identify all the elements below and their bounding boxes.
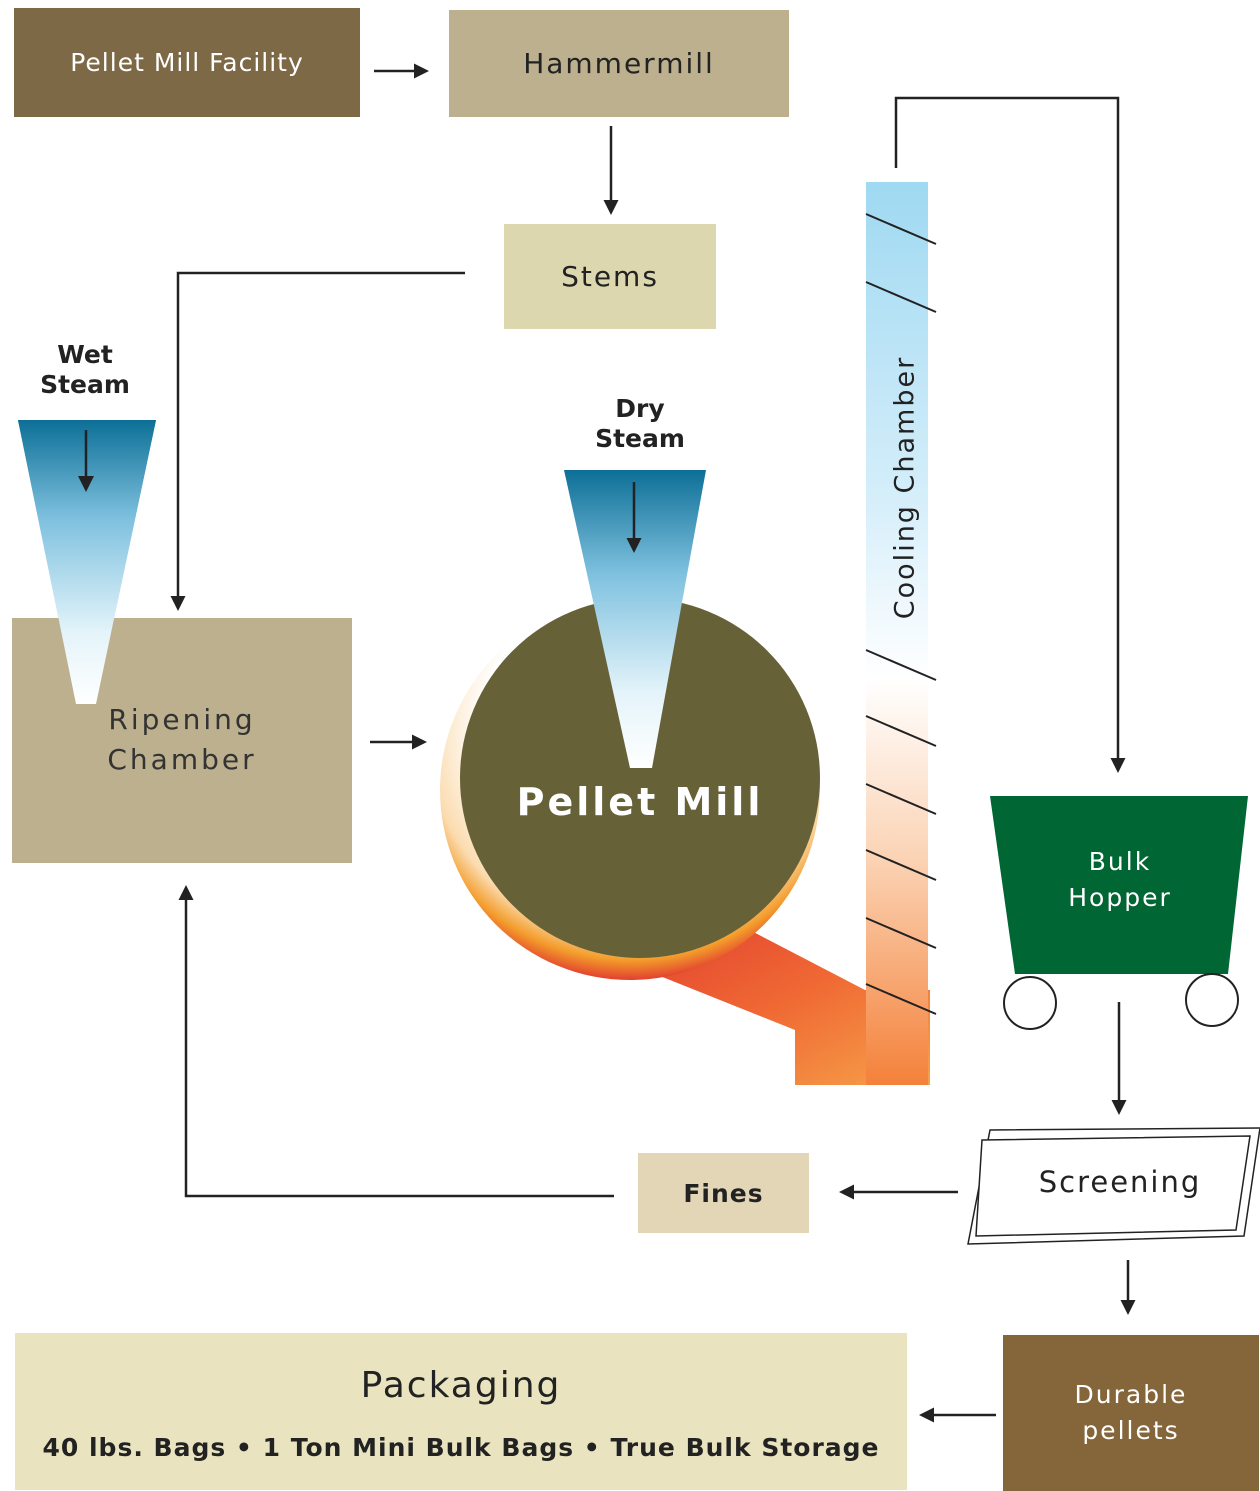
ripening-chamber-label: Ripening Chamber — [12, 700, 352, 780]
dry-steam-cone — [564, 470, 706, 768]
cooling-chamber-baffles — [865, 213, 937, 1015]
hopper-wheel-right — [1185, 973, 1239, 1027]
bulk-hopper-body — [990, 796, 1248, 974]
bulk-hopper-line1: Bulk — [1088, 847, 1152, 876]
arrow-cooling-to-hopper — [894, 96, 1126, 773]
dry-steam-label: Dry Steam — [570, 394, 710, 454]
ripening-chamber-line2: Chamber — [107, 743, 257, 776]
hammermill-box: Hammermill — [449, 10, 789, 117]
ripening-chamber-line1: Ripening — [108, 703, 256, 736]
discharge-chute — [640, 925, 930, 1085]
fines-label: Fines — [683, 1178, 764, 1208]
pellet-mill-label: Pellet Mill — [516, 780, 764, 824]
hopper-wheel-left — [1003, 976, 1057, 1030]
bulk-hopper-line2: Hopper — [1068, 883, 1172, 912]
wet-steam-line1: Wet — [57, 340, 113, 369]
pellet-mill-facility-box: Pellet Mill Facility — [14, 8, 360, 117]
durable-pellets-line2: pellets — [1082, 1416, 1180, 1445]
hammermill-label: Hammermill — [523, 47, 715, 80]
screening-frame-back — [967, 1127, 1260, 1245]
durable-pellets-box: Durable pellets — [1003, 1335, 1259, 1491]
durable-pellets-line1: Durable — [1074, 1380, 1188, 1409]
wet-steam-label: Wet Steam — [20, 340, 150, 400]
packaging-title: Packaging — [360, 1365, 562, 1406]
wet-steam-overlay — [18, 420, 156, 704]
wet-steam-arrow-head — [78, 476, 94, 492]
screening-frame-front — [975, 1135, 1251, 1237]
dry-steam-line1: Dry — [615, 394, 665, 423]
wet-steam-cone-front — [18, 420, 156, 704]
bulk-hopper-label: Bulk Hopper — [1012, 844, 1228, 916]
packaging-box: Packaging 40 lbs. Bags • 1 Ton Mini Bulk… — [15, 1333, 907, 1490]
wet-steam-line2: Steam — [40, 370, 130, 399]
dry-steam-line2: Steam — [595, 424, 685, 453]
arrow-stems-to-ripening — [170, 271, 465, 611]
cooling-chamber-label: Cooling Chamber — [889, 355, 921, 620]
fines-box: Fines — [638, 1153, 809, 1233]
packaging-options: 40 lbs. Bags • 1 Ton Mini Bulk Bags • Tr… — [42, 1433, 880, 1462]
screening-label: Screening — [1038, 1165, 1202, 1199]
flow-arrows — [78, 63, 1136, 1423]
cooling-chamber-column — [866, 182, 928, 1085]
stems-label: Stems — [561, 260, 659, 293]
pellet-mill-facility-label: Pellet Mill Facility — [70, 48, 304, 77]
arrow-fines-to-ripening — [178, 885, 614, 1198]
stems-box: Stems — [504, 224, 716, 329]
pellet-mill-drum — [460, 598, 820, 958]
durable-pellets-label: Durable pellets — [1075, 1377, 1188, 1449]
